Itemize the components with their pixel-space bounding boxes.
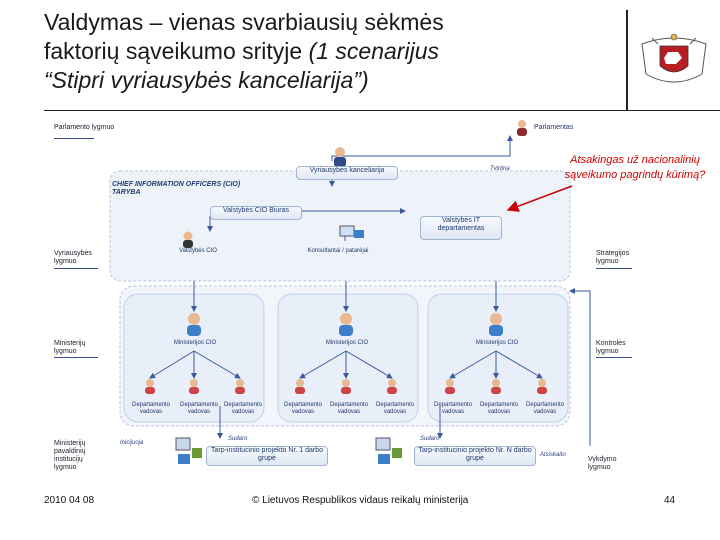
label-forms-1: Sudaro: [228, 436, 248, 442]
callout-question: Atsakingas už nacionalinių sąveikumo pag…: [564, 154, 706, 181]
title-divider-horizontal: [44, 110, 720, 111]
footer-page-number: 44: [664, 495, 676, 506]
level-parliament: Parlamento lygmuo: [54, 124, 115, 131]
node-dept-7: Departamento vadovas: [433, 402, 473, 415]
node-dept-6: Departamento vadovas: [375, 402, 415, 415]
level-government-line: [54, 268, 98, 269]
node-ministry-cio-3: Ministerijos CIO: [475, 340, 519, 346]
node-project-group-1: Tarp-institucinio projekto Nr. 1 darbo g…: [206, 446, 328, 466]
slide-title: Valdymas – vienas svarbiausių sėkmės fak…: [44, 8, 604, 95]
title-divider-vertical: [626, 10, 628, 110]
consultant-icon: [339, 225, 364, 238]
callout-arrow: [506, 185, 573, 212]
node-project-group-n: Tarp-institucinio projekto Nr. N darbo g…: [414, 446, 536, 466]
governance-diagram: [109, 120, 591, 464]
node-ministry-cio-1: Ministerijos CIO: [173, 340, 217, 346]
level-ministry-line: [54, 357, 98, 358]
node-dept-5: Departamento vadovas: [329, 402, 369, 415]
node-cio-bureau: Valstybės CIO Biuras: [210, 206, 302, 220]
person-icon-ministry-cio: [187, 313, 503, 336]
person-icon-dept-heads: [146, 379, 546, 387]
person-icon-parliament: [517, 120, 527, 136]
node-dept-1: Departamento vadovas: [131, 402, 171, 415]
title-line-2: faktorių sąveikumo srityje (1 scenarijus: [44, 37, 604, 66]
person-icon-state-cio: [183, 231, 193, 248]
group-icon-project-1: [175, 437, 202, 464]
node-dept-4: Departamento vadovas: [283, 402, 323, 415]
node-dept-2: Departamento vadovas: [179, 402, 219, 415]
node-ministry-cio-2: Ministerijos CIO: [325, 340, 369, 346]
label-initiates: Inicijuoja: [120, 440, 144, 446]
node-consultant: Konsultantai / patarėjai: [307, 248, 369, 254]
level-ministry: Ministerijų lygmuo: [54, 340, 86, 355]
coat-of-arms-icon: [641, 33, 707, 83]
level-government: Vyriausybės lygmuo: [54, 250, 92, 265]
node-parliament: Parlamentas: [534, 124, 574, 131]
person-icon-govt: [334, 147, 346, 167]
footer-date: 2010 04 08: [44, 495, 95, 506]
person-bodies: [145, 387, 547, 394]
level-control: Kontrolės lygmuo: [596, 340, 626, 355]
level-strategic: Strategijos lygmuo: [596, 250, 630, 265]
node-govt-office: Vyriausybės kanceliarija: [296, 166, 398, 180]
level-subordinate: Ministerijų pavaldinių institucijų lygmu…: [54, 440, 86, 471]
level-parliament-line: [54, 138, 94, 139]
node-dept-3: Departamento vadovas: [223, 402, 263, 415]
node-dept-9: Departamento vadovas: [525, 402, 565, 415]
title-line-1: Valdymas – vienas svarbiausių sėkmės: [44, 9, 444, 35]
level-strategic-line: [596, 268, 632, 269]
title-line-2-text: faktorių sąveikumo srityje: [44, 38, 303, 64]
title-line-2-italic: (1 scenarijus: [308, 38, 439, 64]
node-cio-council: CHIEF INFORMATION OFFICERS (CIO) TARYBA: [112, 181, 241, 196]
node-it-departments: Valstybės IT departamentas: [420, 216, 502, 240]
node-dept-8: Departamento vadovas: [479, 402, 519, 415]
footer-organization: © Lietuvos Respublikos vidaus reikalų mi…: [252, 495, 469, 506]
level-execution: Vykdymo lygmuo: [588, 456, 617, 471]
group-icon-project-n: [375, 437, 402, 464]
title-line-3: “Stipri vyriausybės kanceliarija”): [44, 67, 369, 93]
label-reports: Atsiskaito: [540, 452, 566, 458]
label-approves: Tvirtina: [490, 166, 510, 172]
label-forms-n: Sudaro: [420, 436, 440, 442]
node-state-cio: Valstybės CIO: [179, 248, 217, 254]
level-control-line: [596, 357, 632, 358]
